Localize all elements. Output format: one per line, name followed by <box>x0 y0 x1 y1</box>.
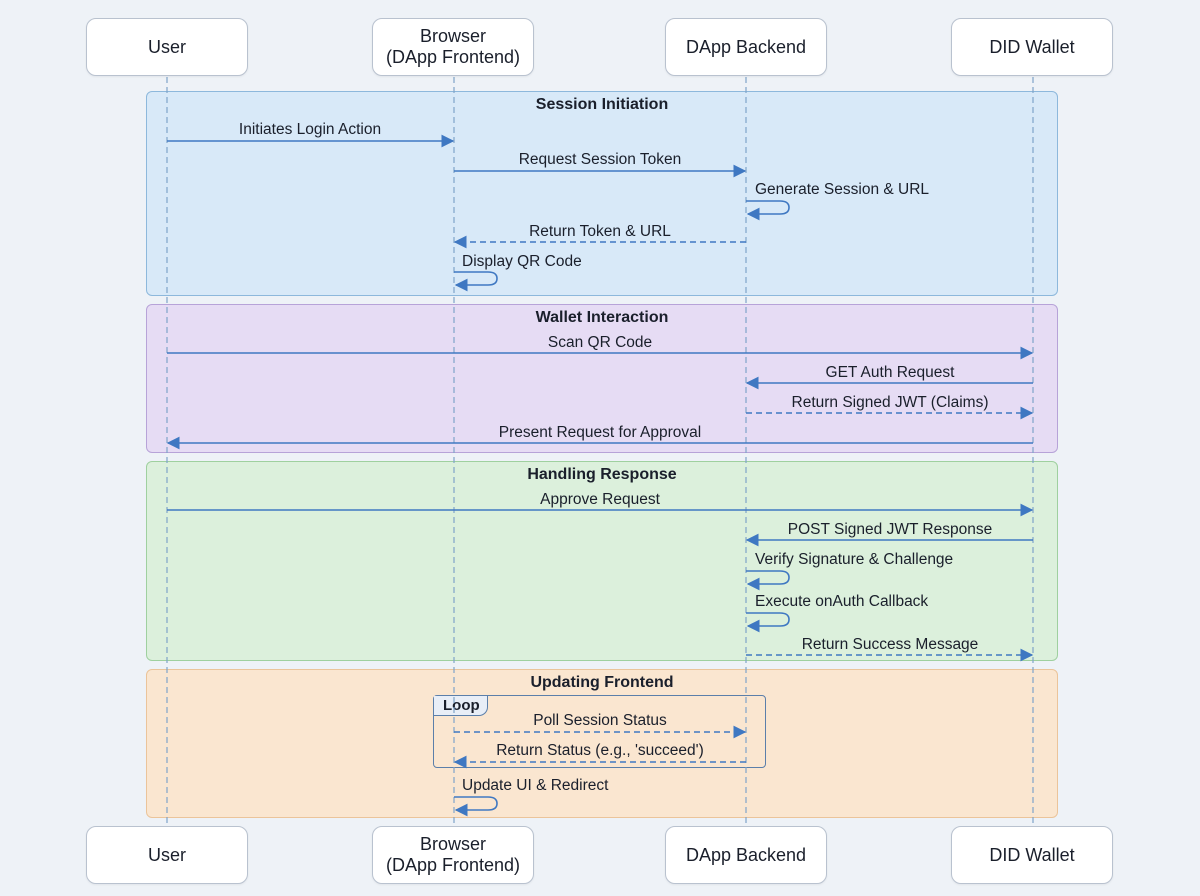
participant-user-bottom: User <box>86 826 248 884</box>
message-label: Request Session Token <box>518 151 682 168</box>
message-label: Display QR Code <box>462 253 582 270</box>
section-wallet-interaction: Wallet Interaction <box>146 304 1058 453</box>
self-message-arrow <box>746 570 790 591</box>
participant-subtitle: (DApp Frontend) <box>385 47 521 67</box>
message-label: Initiates Login Action <box>238 121 382 138</box>
message-label: POST Signed JWT Response <box>787 521 993 538</box>
section-updating-frontend: Updating Frontend <box>146 669 1058 818</box>
message-label: GET Auth Request <box>825 364 955 381</box>
participant-name: User <box>147 36 186 57</box>
participant-subtitle: (DApp Frontend) <box>385 855 521 875</box>
section-title: Wallet Interaction <box>535 309 669 326</box>
self-message-arrow <box>454 271 498 292</box>
section-handling-response: Handling Response <box>146 461 1058 661</box>
message-label: Present Request for Approval <box>498 424 702 441</box>
self-message-arrow <box>454 796 498 817</box>
loop-label: Loop <box>434 696 488 716</box>
participant-wallet-bottom: DID Wallet <box>951 826 1113 884</box>
message-label: Return Signed JWT (Claims) <box>791 394 989 411</box>
participant-name: Browser <box>419 26 486 46</box>
message-label: Generate Session & URL <box>755 181 930 198</box>
message-label: Return Success Message <box>801 636 979 653</box>
message-label: Approve Request <box>540 491 660 508</box>
message-label: Scan QR Code <box>547 334 653 351</box>
message-label: Poll Session Status <box>533 712 667 729</box>
message-label: Return Token & URL <box>529 223 671 240</box>
participant-backend-bottom: DApp Backend <box>665 826 827 884</box>
participant-name: DApp Backend <box>685 36 807 57</box>
message-label: Return Status (e.g., 'succeed') <box>496 742 704 759</box>
section-title: Updating Frontend <box>530 674 674 691</box>
section-title: Handling Response <box>527 466 677 483</box>
participant-name: User <box>147 844 186 865</box>
participant-browser-bottom: Browser (DApp Frontend) <box>372 826 534 884</box>
self-message-arrow <box>746 200 790 221</box>
participant-wallet-top: DID Wallet <box>951 18 1113 76</box>
participant-user-top: User <box>86 18 248 76</box>
participant-name: Browser <box>419 834 486 854</box>
participant-backend-top: DApp Backend <box>665 18 827 76</box>
participant-browser-top: Browser (DApp Frontend) <box>372 18 534 76</box>
participant-name: DID Wallet <box>989 36 1075 57</box>
section-title: Session Initiation <box>535 96 669 113</box>
message-label: Verify Signature & Challenge <box>755 551 954 568</box>
section-session-initiation: Session Initiation <box>146 91 1058 296</box>
self-message-arrow <box>746 612 790 633</box>
participant-name: DApp Backend <box>685 844 807 865</box>
participant-name: DID Wallet <box>989 844 1075 865</box>
message-label: Update UI & Redirect <box>462 777 609 794</box>
loop-frame <box>433 695 766 768</box>
message-label: Execute onAuth Callback <box>755 593 929 610</box>
